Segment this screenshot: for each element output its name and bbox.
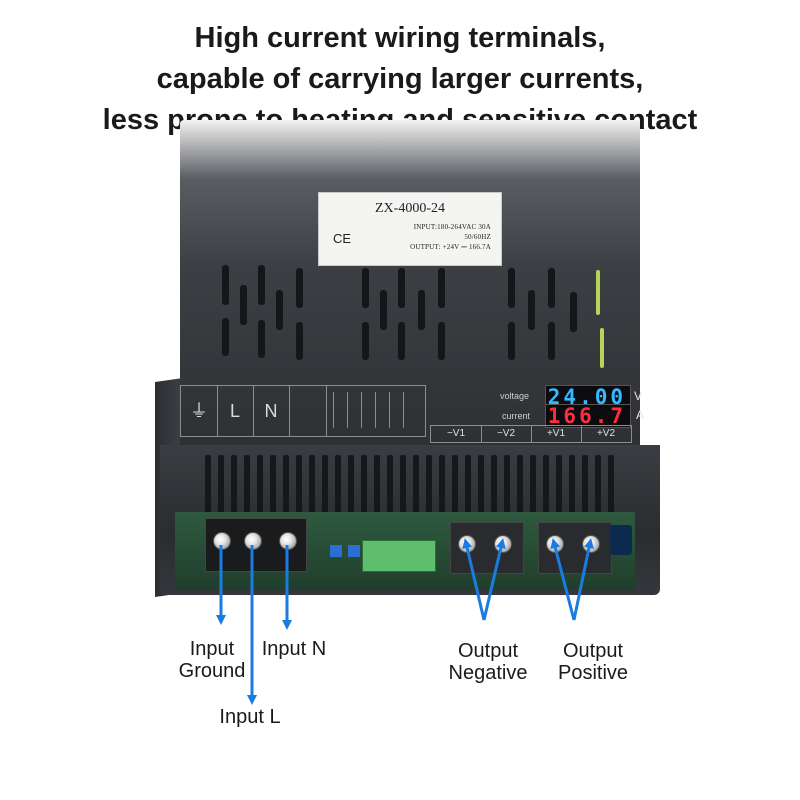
voltage-label: voltage <box>500 391 530 401</box>
arrow-output-positive-1 <box>550 538 576 621</box>
output-label-neg-v2: −V2 <box>481 426 532 442</box>
callout-output-negative-line2: Negative <box>448 662 528 684</box>
model-number: ZX-4000-24 <box>375 201 445 216</box>
signal-connector <box>362 540 436 572</box>
frequency-rating: 50/60HZ <box>464 233 491 241</box>
output-label-pos-v2: +V2 <box>596 428 616 439</box>
ce-mark: CE <box>333 231 352 246</box>
callout-output-positive-line2: Positive <box>557 662 629 684</box>
current-label: current <box>502 411 531 421</box>
arrow-output-negative-1 <box>462 538 486 621</box>
callout-input-n: Input N <box>261 638 327 660</box>
voltage-unit: V <box>634 389 643 403</box>
neutral-label: N <box>253 386 290 436</box>
callout-input-ground: Input Ground <box>166 638 258 682</box>
callout-output-negative: Output Negative <box>440 640 536 684</box>
callout-output-positive: Output Positive <box>548 640 638 684</box>
current-unit: A <box>636 408 645 422</box>
capacitor <box>610 525 632 555</box>
output-rating: OUTPUT: +24V ⎓ 166.7A <box>410 243 491 251</box>
input-terminal-panel: ⏚ L N <box>180 385 327 437</box>
output-terminal-labels: −V1 −V2 +V1 +V2 <box>430 425 632 443</box>
live-label: L <box>217 386 254 436</box>
callout-input-ground-line2: Ground <box>178 660 246 682</box>
callout-input-ground-line1: Input <box>189 638 235 660</box>
callout-output-positive-line1: Output <box>562 640 624 662</box>
headline-line-2: capable of carrying larger currents, <box>156 63 644 95</box>
output-label-pos-v1: +V1 <box>531 426 582 442</box>
ground-symbol-icon: ⏚ <box>181 386 218 436</box>
arrow-output-positive-2 <box>572 538 594 621</box>
control-terminal-panel <box>325 385 426 437</box>
callout-input-l: Input L <box>219 706 281 728</box>
output-label-neg-v1: −V1 <box>431 426 482 442</box>
adjust-pot <box>348 545 360 557</box>
callout-output-negative-line1: Output <box>457 640 519 662</box>
input-rating: INPUT:180-264VAC 30A <box>413 223 491 231</box>
arrow-output-negative-2 <box>482 538 506 621</box>
spec-label: ZX-4000-24 INPUT:180-264VAC 30A 50/60HZ … <box>318 192 502 266</box>
adjust-pot <box>330 545 342 557</box>
headline-line-1: High current wiring terminals, <box>194 22 606 54</box>
current-display: 166.7 <box>545 404 631 428</box>
